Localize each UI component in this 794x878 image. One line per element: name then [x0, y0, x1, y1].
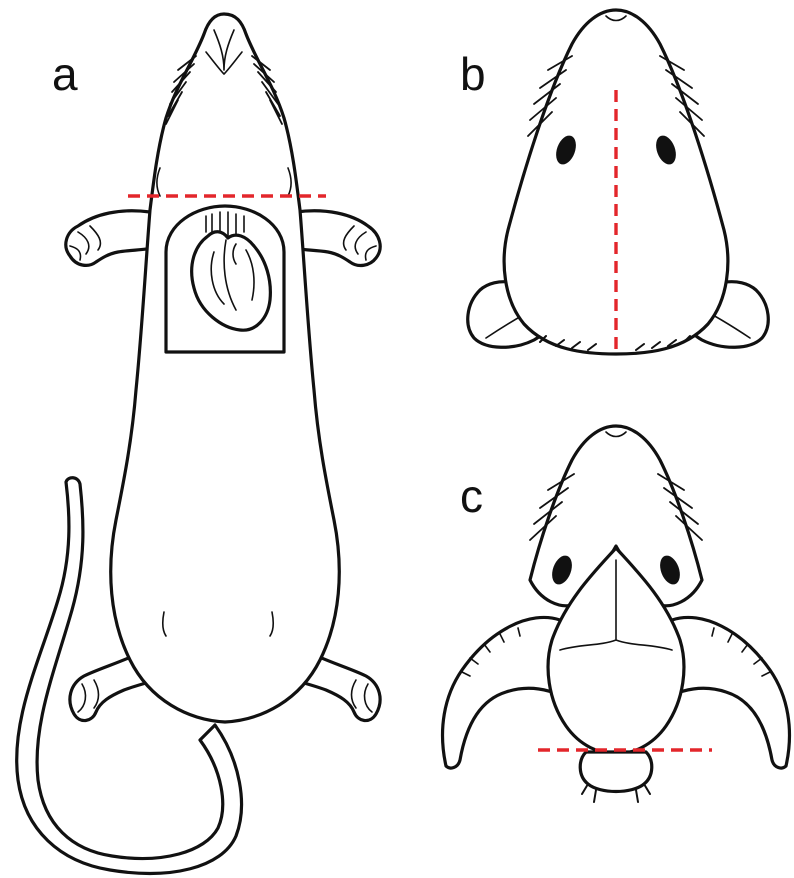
panel-label-a: a — [52, 48, 78, 100]
panel-label-b: b — [460, 48, 486, 100]
panel-a-rat-ventral — [17, 14, 380, 873]
right-forepaw — [294, 211, 380, 266]
rat-body — [111, 14, 340, 722]
left-forepaw — [66, 211, 152, 266]
panel-c-opened-skull — [443, 426, 790, 802]
panel-b-head — [468, 10, 769, 354]
panel-label-c: c — [460, 470, 483, 522]
panel-c-neck-stump — [580, 752, 652, 792]
